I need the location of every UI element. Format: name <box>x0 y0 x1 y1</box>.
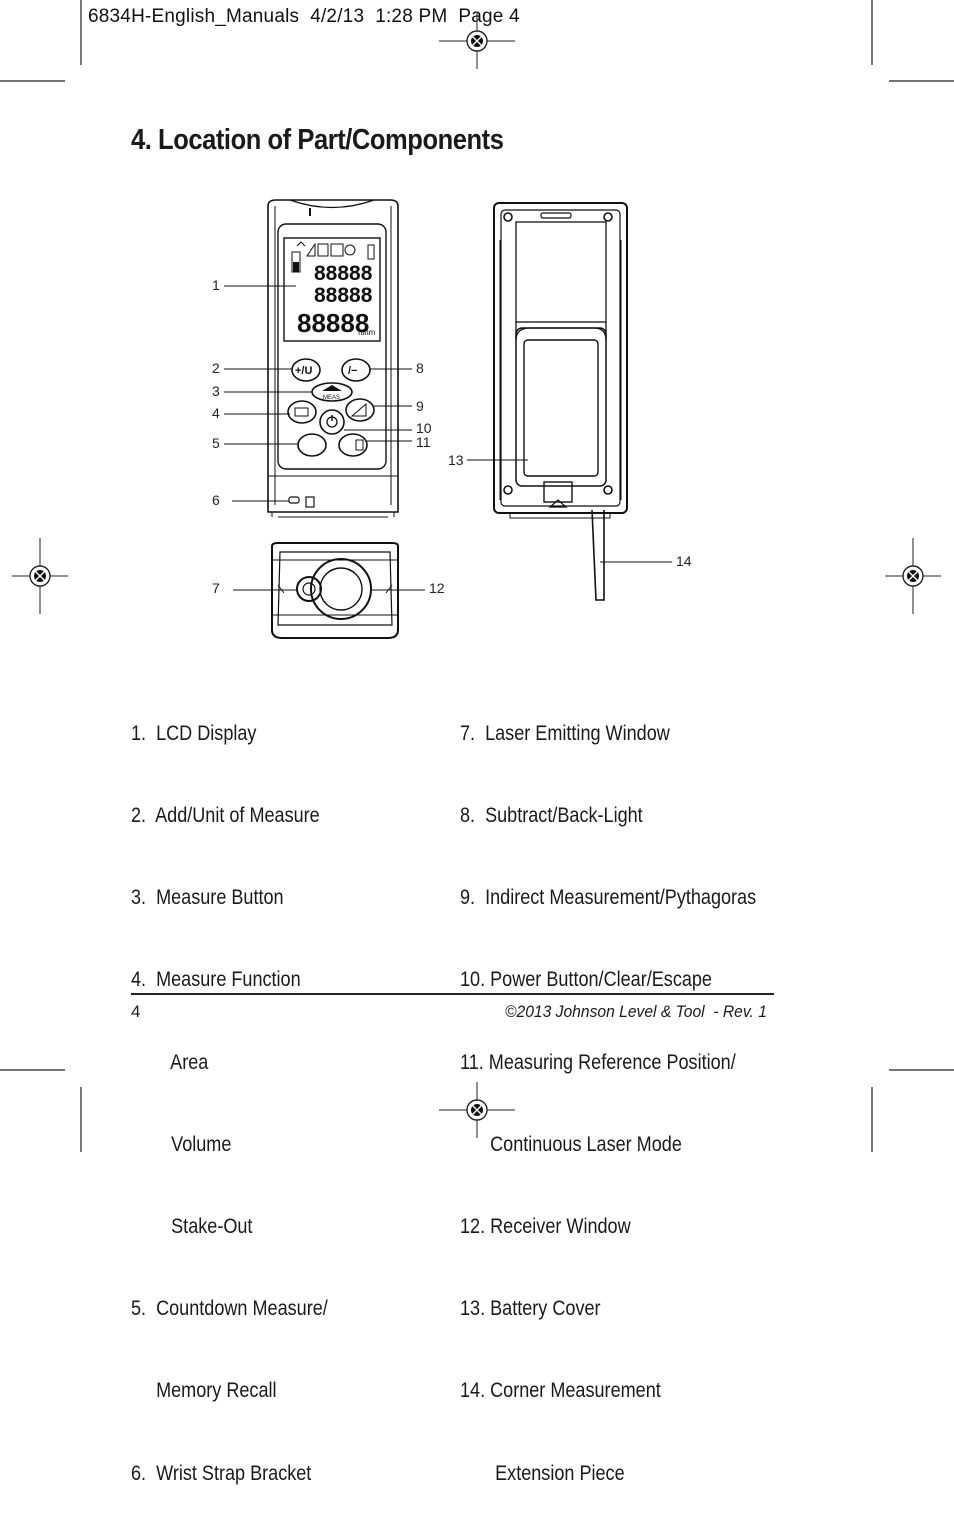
list-item: Volume <box>131 1132 232 1156</box>
device-back-view <box>493 202 628 601</box>
callout-8: 8 <box>416 360 424 376</box>
copyright-notice: ©2013 Johnson Level & Tool - Rev. 1 <box>505 1002 767 1021</box>
reference-laser-button-shape <box>338 433 368 457</box>
lcd-unit: ftinm <box>358 328 376 337</box>
callout-leaders <box>224 285 672 591</box>
add-unit-button-shape <box>291 358 321 382</box>
device-front-view <box>267 199 399 518</box>
registration-mark-top <box>439 13 515 69</box>
list-item: 8. Subtract/Back-Light <box>460 804 643 828</box>
callout-2: 2 <box>212 360 220 376</box>
parts-list-right: 7. Laser Emitting Window 8. Subtract/Bac… <box>460 665 756 1514</box>
list-item: 13. Battery Cover <box>460 1297 601 1321</box>
list-item: 6. Wrist Strap Bracket <box>131 1461 312 1485</box>
list-item: Memory Recall <box>131 1379 277 1403</box>
callout-11: 11 <box>416 434 431 450</box>
device-end-view <box>271 542 399 639</box>
callout-12: 12 <box>429 580 445 596</box>
label-plus-u: +/U <box>295 365 312 377</box>
receiver-window-shape <box>310 558 372 620</box>
list-item: 3. Measure Button <box>131 886 284 910</box>
list-item: Continuous Laser Mode <box>460 1132 682 1156</box>
pythagoras-button-shape <box>345 398 375 422</box>
callout-3: 3 <box>212 383 220 399</box>
label-meas: MEAS <box>323 395 340 401</box>
list-item: 5. Countdown Measure/ <box>131 1297 328 1321</box>
list-item: 10. Power Button/Clear/Escape <box>460 968 712 992</box>
lcd-readout-group: 88888 88888 88888 ftinm +/U /− MEAS <box>295 262 376 401</box>
list-item: 7. Laser Emitting Window <box>460 721 670 745</box>
callout-13: 13 <box>448 452 464 468</box>
lcd-line-2: 88888 <box>314 284 373 307</box>
extension-piece-shape <box>591 509 605 601</box>
list-item: 2. Add/Unit of Measure <box>131 804 320 828</box>
slug-file: 6834H-English_Manuals <box>88 6 300 27</box>
subtract-backlight-button-shape <box>341 358 371 382</box>
list-item: 12. Receiver Window <box>460 1215 631 1239</box>
callout-5: 5 <box>212 435 220 451</box>
slug-time: 1:28 PM <box>375 6 448 27</box>
list-item: 14. Corner Measurement <box>460 1379 661 1403</box>
footer-rule <box>131 993 774 995</box>
callout-6: 6 <box>212 492 220 508</box>
registration-mark-left <box>12 538 68 614</box>
callout-7: 7 <box>212 580 220 596</box>
callout-9: 9 <box>416 398 424 414</box>
measure-function-button-shape <box>287 400 317 424</box>
lcd-line-3: 88888 <box>297 308 369 338</box>
callout-10: 10 <box>416 420 432 436</box>
parts-list-left: 1. LCD Display 2. Add/Unit of Measure 3.… <box>131 665 328 1514</box>
power-button-shape <box>319 409 345 435</box>
list-item: 11. Measuring Reference Position/ <box>460 1050 736 1074</box>
page-title: 4. Location of Part/Components <box>131 124 504 156</box>
slug-page: Page 4 <box>458 6 520 27</box>
callout-4: 4 <box>212 405 220 421</box>
laser-window-shape <box>296 576 322 602</box>
page-number: 4 <box>131 1002 141 1021</box>
countdown-memory-button-shape <box>297 433 327 457</box>
list-item: Stake-Out <box>131 1215 253 1239</box>
callout-14: 14 <box>676 553 692 569</box>
battery-cover-shape <box>515 327 607 487</box>
list-item: 4. Measure Function <box>131 968 301 992</box>
slug-date: 4/2/13 <box>310 6 365 27</box>
registration-mark-right <box>885 538 941 614</box>
list-item: 9. Indirect Measurement/Pythagoras <box>460 886 757 910</box>
list-item: Area <box>131 1050 209 1074</box>
lcd-line-1: 88888 <box>314 262 373 285</box>
list-item: 1. LCD Display <box>131 721 257 745</box>
crop-marks <box>0 0 954 1152</box>
callout-1: 1 <box>212 277 220 293</box>
label-minus: /− <box>348 365 357 377</box>
page-artwork: 88888 88888 88888 ftinm +/U /− MEAS <box>0 0 954 1152</box>
print-slug: 6834H-English_Manuals 4/2/13 1:28 PM Pag… <box>88 6 520 28</box>
list-item: Extension Piece <box>460 1461 625 1485</box>
registration-mark-bottom <box>439 1082 515 1138</box>
